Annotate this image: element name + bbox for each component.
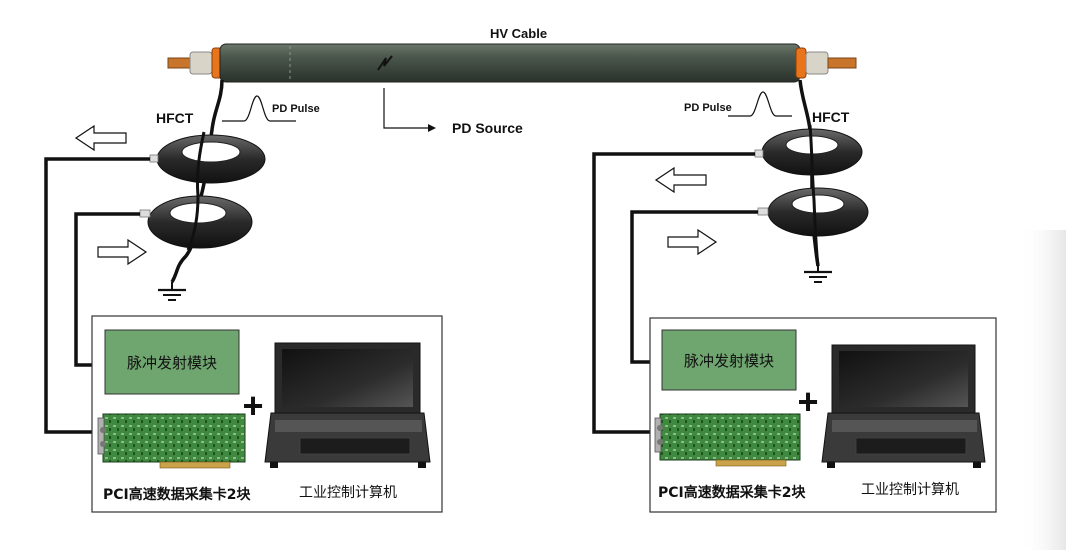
right-signal-wire-outer [592,152,755,434]
right-pd-pulse-waveform [728,91,792,117]
right-hfct-assembly [754,79,869,283]
left-hfct-assembly [139,79,266,301]
pd-source-pointer [383,88,428,129]
right-pci-card [654,413,801,467]
edge-shading [1020,230,1066,550]
right-signal-wire-inner [630,210,758,364]
right-pulse-module [661,329,797,391]
left-pci-card [97,413,246,469]
right-pulse-module-label: 脉冲发射模块 [684,352,774,370]
hv-cable [167,43,857,83]
left-incoming-arrow-icon [97,238,148,266]
left-plus-sign: + [242,385,263,426]
right-incoming-arrow-icon [667,228,718,256]
pd-source-arrowhead-icon [428,124,436,132]
left-insulation [189,51,213,75]
right-computer-label: 工业控制计算机 [861,482,959,498]
left-hfct-label: HFCT [156,110,194,126]
right-industrial-computer [821,344,986,468]
pd-source-spark-icon [377,55,393,71]
right-insulation [805,51,829,75]
right-hfct-label: HFCT [812,109,850,125]
right-conductor [827,57,857,69]
hv-cable-label: HV Cable [490,26,547,41]
left-pd-pulse-waveform [222,95,296,122]
right-pd-pulse-label: PD Pulse [684,102,732,114]
pd-source-label: PD Source [452,120,523,136]
right-outgoing-arrow-icon [654,166,707,194]
cable-body [219,43,801,83]
left-pulse-module-label: 脉冲发射模块 [127,354,217,372]
right-card-label: PCI高速数据采集卡2块 [658,484,806,501]
left-computer-label: 工业控制计算机 [299,485,397,501]
left-card-label: PCI高速数据采集卡2块 [103,486,251,503]
left-industrial-computer [264,342,431,468]
left-conductor [167,57,191,69]
left-signal-wire-outer [44,157,150,434]
left-pulse-module [104,329,240,395]
right-plus-sign: + [797,381,818,422]
left-signal-wire-inner [74,212,140,367]
right-termination-ring [795,47,807,79]
left-pd-pulse-label: PD Pulse [272,103,320,115]
left-outgoing-arrow-icon [74,124,127,152]
